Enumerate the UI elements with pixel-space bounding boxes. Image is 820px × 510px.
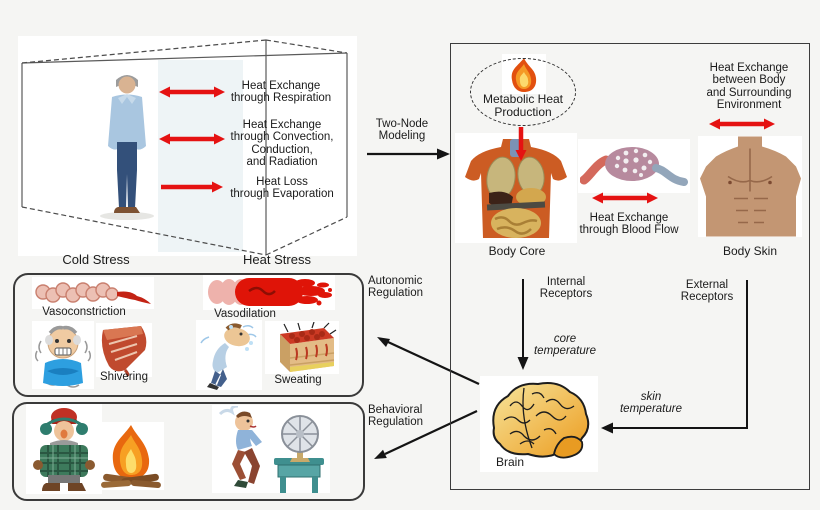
metabolic-heat-label: Metabolic Heat Production [482, 92, 564, 119]
blood-flow-label: Heat Exchange through Blood Flow [579, 212, 679, 237]
body-skin-label: Body Skin [722, 244, 778, 258]
autonomic-regulation-box [13, 273, 364, 397]
autonomic-regulation-label: Autonomic Regulation [368, 275, 423, 300]
environment-exchange-label: Heat Exchange between Body and Surroundi… [706, 62, 792, 112]
blood-vessel-illustration [580, 147, 688, 186]
standing-man-illustration [100, 75, 154, 220]
behavioral-regulation-box [12, 402, 365, 501]
evaporation-label: Heat Loss through Evaporation [230, 176, 334, 201]
two-node-modeling-arrow [367, 148, 450, 160]
shivering-man-illustration [34, 325, 92, 388]
external-receptors-label: External Receptors [680, 279, 734, 304]
brain-illustration [492, 382, 590, 459]
body-core-label: Body Core [488, 244, 546, 258]
core-temperature-label: core temperature [533, 333, 596, 358]
skin-temperature-label: skin temperature [619, 391, 682, 416]
heat-stress-label: Heat Stress [243, 252, 311, 267]
body-skin-torso-illustration [700, 136, 801, 237]
winter-clothed-man-illustration [33, 408, 95, 491]
sweating-man-illustration [200, 323, 257, 390]
man-with-fan-illustration [218, 406, 324, 493]
vasoconstricted-vessel-illustration [35, 282, 151, 304]
metabolic-heat-ellipse [470, 58, 576, 126]
internal-receptors-label: Internal Receptors [539, 276, 593, 301]
behavioral-regulation-label: Behavioral Regulation [368, 404, 423, 429]
brain-label: Brain [496, 455, 525, 469]
convection-label: Heat Exchange through Convection, Conduc… [230, 119, 334, 169]
campfire-illustration [101, 425, 161, 489]
cold-stress-label: Cold Stress [62, 252, 130, 267]
shivering-label: Shivering [100, 371, 148, 383]
vasoconstriction-label: Vasoconstriction [42, 306, 126, 318]
two-node-modeling-label: Two-Node Modeling [375, 118, 429, 143]
vasodilation-label: Vasodilation [214, 308, 276, 320]
skin-cross-section-illustration [280, 322, 337, 372]
vasodilated-vessel-illustration [208, 278, 332, 306]
body-core-torso-illustration [465, 139, 567, 238]
sweating-label: Sweating [274, 374, 322, 386]
muscle-illustration [101, 326, 147, 376]
respiration-label: Heat Exchange through Respiration [230, 80, 332, 105]
two-node-model-panel [450, 43, 810, 490]
